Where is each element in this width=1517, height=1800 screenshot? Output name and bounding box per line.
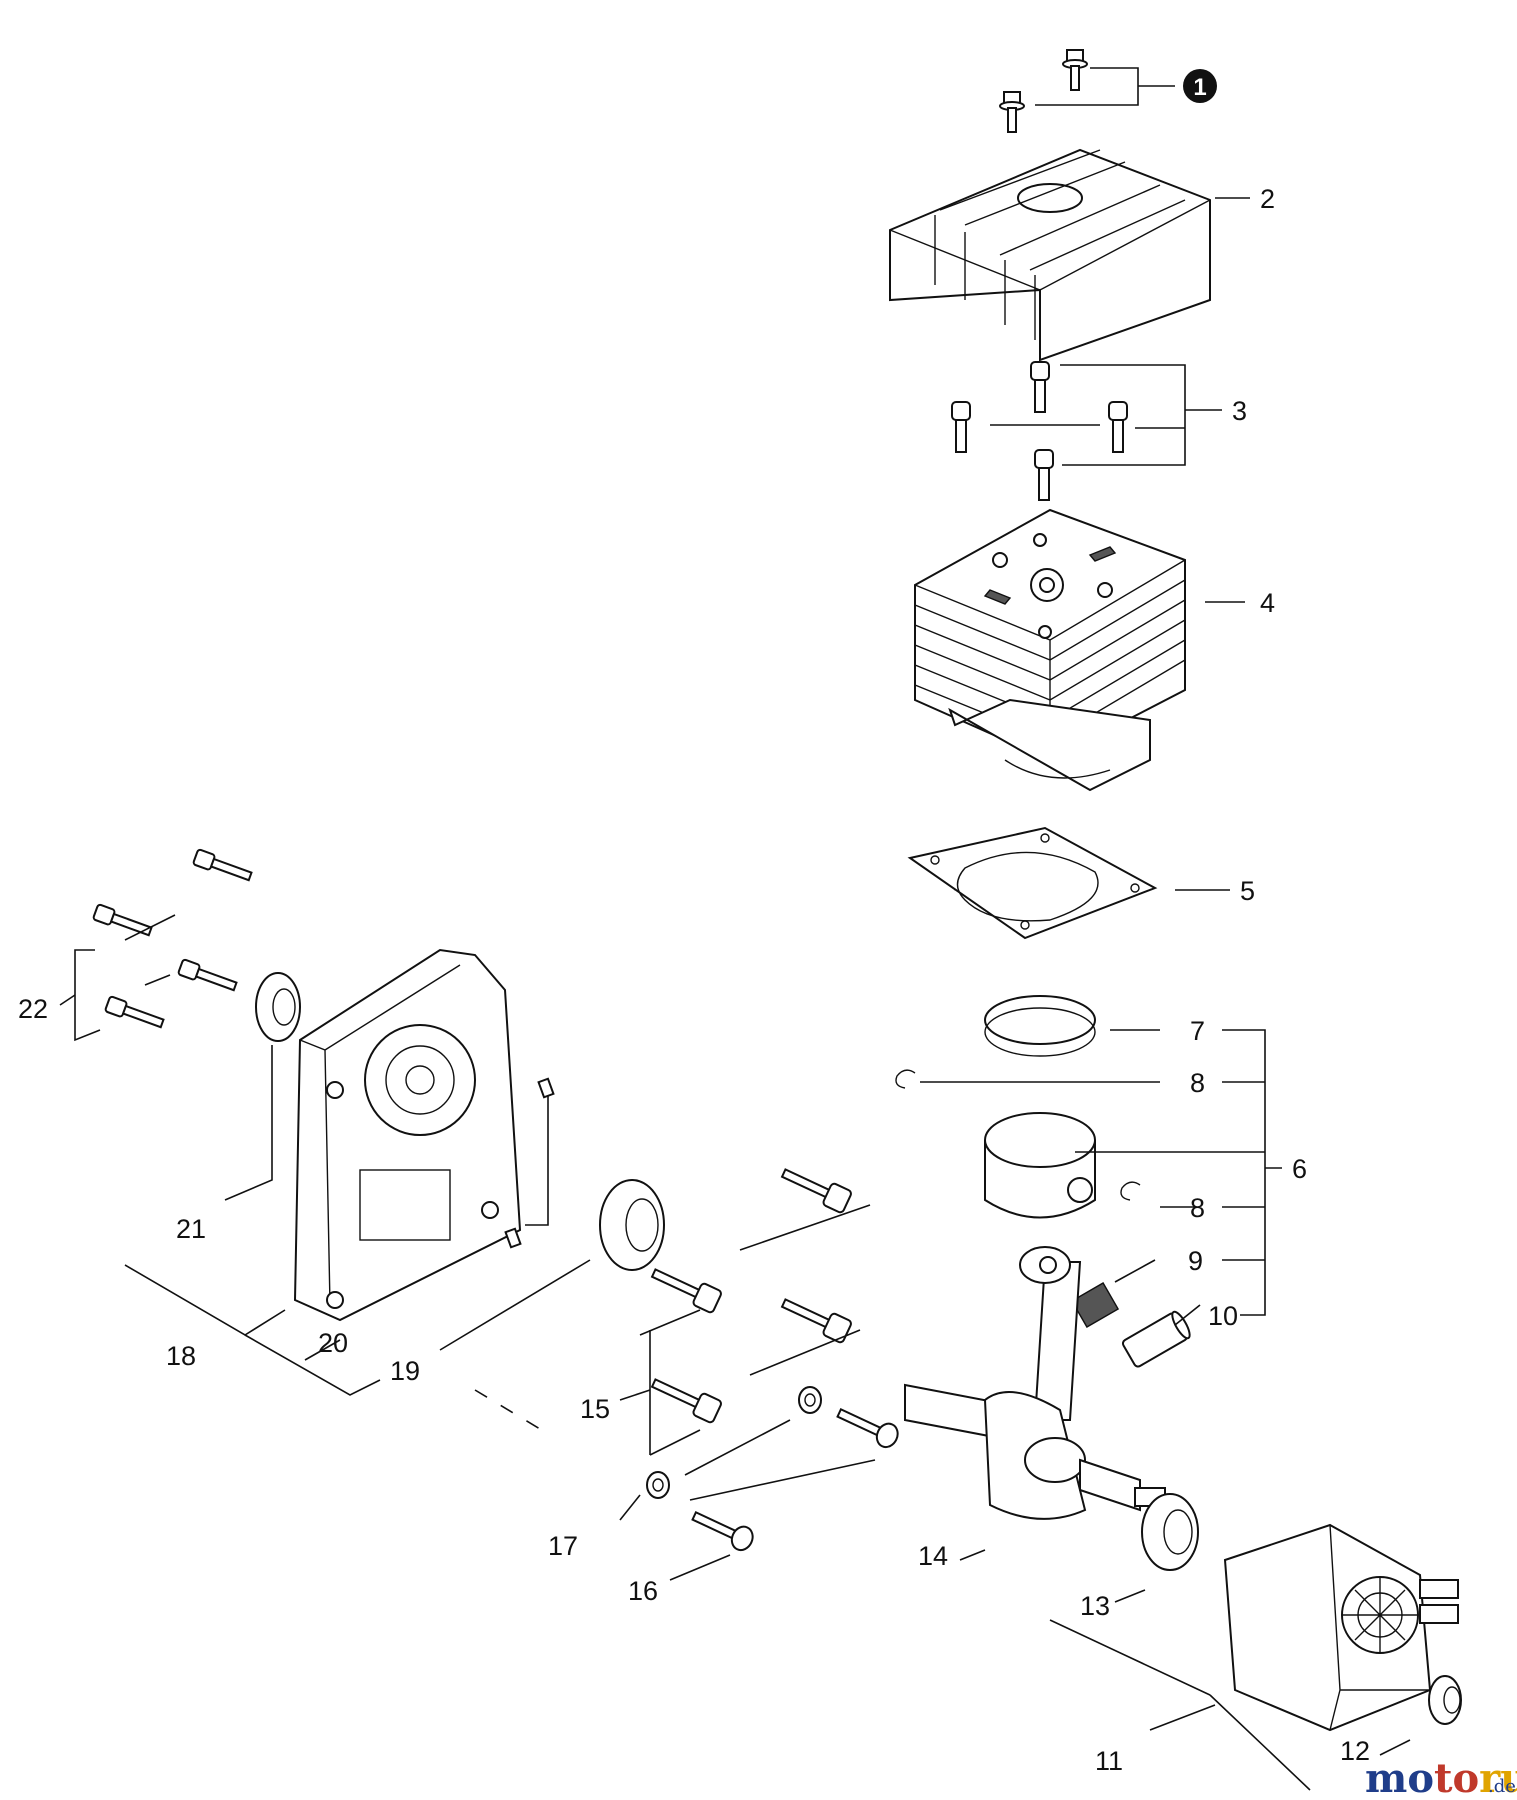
part-11-crankcase-half <box>1223 1523 1459 1732</box>
kit-badge-label: 1 <box>1193 74 1206 101</box>
watermark-text: motoruf <box>1365 1755 1517 1800</box>
callout-10: 10 <box>1208 1301 1238 1331</box>
part-14-crankshaft <box>904 1246 1166 1561</box>
callout-labels: 2 3 4 5 6 7 8 8 9 10 11 12 13 14 15 16 1… <box>18 184 1370 1776</box>
callout-8-upper: 8 <box>1190 1068 1205 1098</box>
callout-11: 11 <box>1095 1746 1123 1776</box>
callout-19: 19 <box>390 1356 420 1386</box>
callout-14: 14 <box>918 1541 948 1571</box>
callout-17: 17 <box>548 1531 578 1561</box>
callout-5: 5 <box>1240 876 1255 906</box>
piston-group <box>895 995 1282 1368</box>
callout-9: 9 <box>1188 1246 1203 1276</box>
callout-22: 22 <box>18 994 48 1024</box>
callout-13: 13 <box>1080 1591 1110 1621</box>
watermark-suffix: .de <box>1488 1776 1516 1797</box>
part-16-screws <box>669 1408 899 1581</box>
callout-16: 16 <box>628 1576 658 1606</box>
callout-4: 4 <box>1260 588 1275 618</box>
part-2-cover <box>889 148 1250 362</box>
part-18-crankcase-half <box>124 948 555 1396</box>
callout-8-lower: 8 <box>1190 1193 1205 1223</box>
part-17-washers <box>619 1386 822 1521</box>
part-12-seal <box>1379 1675 1462 1756</box>
callout-21: 21 <box>176 1214 206 1244</box>
callout-3: 3 <box>1232 396 1247 426</box>
callout-15: 15 <box>580 1394 610 1424</box>
callout-18: 18 <box>166 1341 196 1371</box>
part-3-screws <box>951 361 1222 501</box>
part-5-gasket <box>907 826 1230 940</box>
callout-6: 6 <box>1292 1154 1307 1184</box>
part-15-screws <box>619 1168 871 1456</box>
part-22-screws <box>59 848 253 1042</box>
callout-7: 7 <box>1190 1016 1205 1046</box>
kit-badge <box>1183 69 1217 103</box>
callout-12: 12 <box>1340 1736 1370 1766</box>
part-19-bearing <box>439 1179 665 1436</box>
watermark: motoruf .de <box>1365 1755 1517 1800</box>
callout-20: 20 <box>318 1328 348 1358</box>
leader-11 <box>1049 1619 1311 1791</box>
part-4-cylinder <box>914 508 1245 897</box>
part-1-screws: 1 <box>999 49 1217 133</box>
part-21-seal <box>224 972 301 1201</box>
callout-2: 2 <box>1260 184 1275 214</box>
part-13-bearing <box>1114 1493 1199 1603</box>
